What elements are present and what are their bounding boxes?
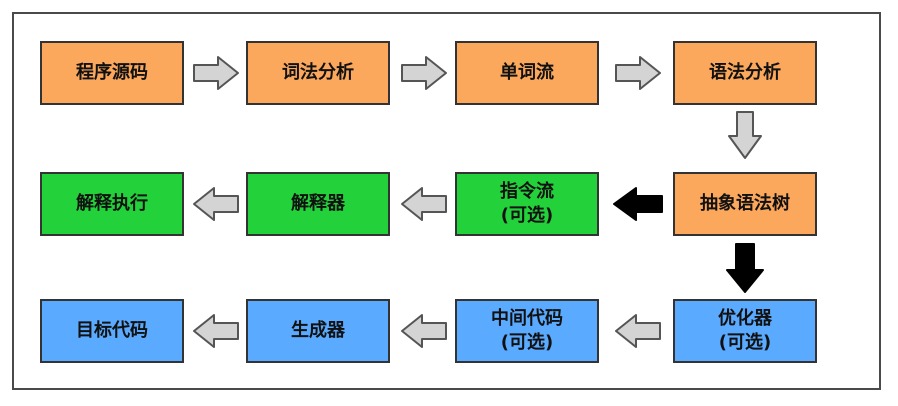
node-target-code: 目标代码 bbox=[40, 299, 184, 363]
arrow-left-icon bbox=[615, 314, 661, 348]
node-label: 解释器 bbox=[291, 193, 345, 214]
node-ast: 抽象语法树 bbox=[673, 172, 817, 236]
node-label: 目标代码 bbox=[76, 320, 148, 341]
arrow-left-icon bbox=[193, 187, 239, 221]
node-label-line2: (可选) bbox=[500, 205, 554, 226]
node-label: 程序源码 bbox=[76, 62, 148, 83]
node-source-code: 程序源码 bbox=[40, 41, 184, 105]
node-label: 抽象语法树 bbox=[700, 193, 790, 214]
arrow-left-icon bbox=[193, 314, 239, 348]
node-label: 生成器 bbox=[291, 320, 345, 341]
node-label-line2: (可选) bbox=[500, 332, 554, 353]
arrow-right-icon bbox=[401, 56, 447, 90]
node-label-line1: 指令流 bbox=[500, 181, 554, 202]
node-label-line1: 中间代码 bbox=[491, 308, 563, 329]
node-token-stream: 单词流 bbox=[455, 41, 599, 105]
arrow-right-icon bbox=[615, 56, 661, 90]
arrow-down-icon bbox=[728, 111, 762, 159]
node-label: 语法分析 bbox=[709, 62, 781, 83]
node-label-line2: (可选) bbox=[718, 332, 772, 353]
node-instruction-stream: 指令流 (可选) bbox=[455, 172, 599, 236]
node-syntax-analysis: 语法分析 bbox=[673, 41, 817, 105]
node-optimizer: 优化器 (可选) bbox=[673, 299, 817, 363]
arrow-left-icon bbox=[401, 187, 447, 221]
node-label: 解释执行 bbox=[76, 193, 148, 214]
arrow-left-icon bbox=[401, 314, 447, 348]
node-intermediate-code: 中间代码 (可选) bbox=[455, 299, 599, 363]
arrow-left-icon bbox=[613, 187, 663, 221]
node-label-line1: 优化器 bbox=[718, 308, 772, 329]
node-label: 单词流 bbox=[500, 62, 554, 83]
node-interpreter: 解释器 bbox=[246, 172, 390, 236]
arrow-right-icon bbox=[193, 56, 239, 90]
node-label: 词法分析 bbox=[282, 62, 354, 83]
arrow-down-icon bbox=[726, 243, 764, 293]
node-interpret-execute: 解释执行 bbox=[40, 172, 184, 236]
node-lexical-analysis: 词法分析 bbox=[246, 41, 390, 105]
node-generator: 生成器 bbox=[246, 299, 390, 363]
